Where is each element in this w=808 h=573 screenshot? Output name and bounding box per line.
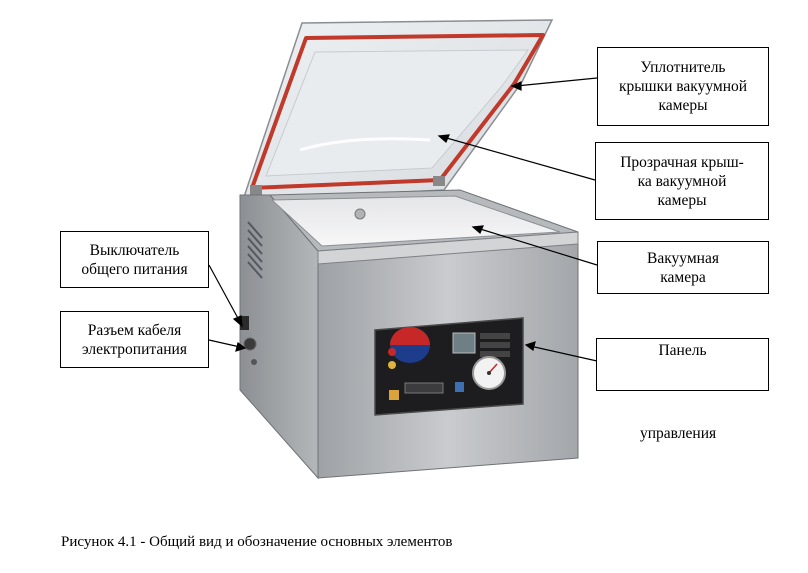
indicator-red-icon [388,348,396,356]
callout-lid-seal: Уплотнитель крышки вакуумной камеры [597,47,769,126]
display-screen [452,332,476,354]
figure-caption: Рисунок 4.1 - Общий вид и обозначение ос… [61,534,453,550]
ventilation-slots [247,221,263,279]
control-buttons[interactable] [404,382,444,394]
callout-lid-seal-text: Уплотнитель крышки вакуумной камеры [618,59,748,114]
power-cable-socket[interactable] [243,337,257,351]
callout-main-switch: Выключатель общего питания [60,231,209,288]
callout-control-panel: Панель [596,338,769,391]
callout-vacuum-chamber: Вакуумная камера [597,241,769,294]
callout-power-cable-socket: Разъем кабеля электропитания [60,311,209,368]
callout-main-switch-text: Выключатель общего питания [81,241,188,278]
lid-seal-gasket [250,33,545,190]
brand-logo [390,327,430,363]
callout-control-panel-text: Панель [658,342,707,359]
transparent-lid [241,19,554,201]
leader-lines [208,77,598,362]
indicator-yellow-icon [388,361,396,369]
callout-vacuum-chamber-text: Вакуумная камера [647,249,719,286]
vacuum-chamber [270,195,561,247]
main-power-switch[interactable] [240,316,249,330]
callout-transparent-lid: Прозрачная крыш- ка вакуумной камеры [595,142,769,220]
vacuum-gauge-icon [472,356,506,390]
control-panel [374,317,524,416]
callout-control-panel-continuation: управления [640,425,717,442]
callout-transparent-lid-text: Прозрачная крыш- ка вакуумной камеры [620,153,744,209]
callout-power-cable-socket-text: Разъем кабеля электропитания [82,321,187,358]
